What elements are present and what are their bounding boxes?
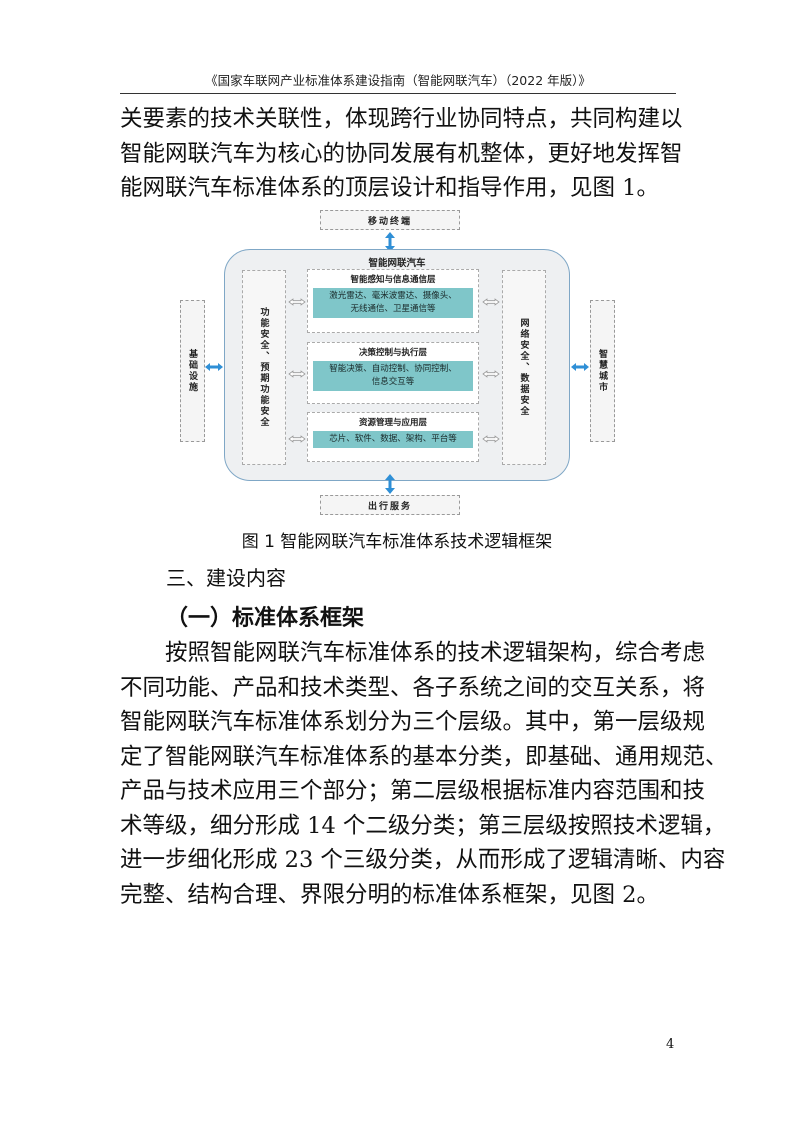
diagram-top-box: 移动终端 — [320, 210, 460, 230]
left-column: 功能安全、预期功能安全 — [242, 270, 286, 465]
outline-double-arrow-icon — [288, 298, 306, 306]
layer-title: 资源管理与应用层 — [358, 418, 427, 428]
diagram-left-box: 基础设施 — [180, 300, 205, 442]
main-frame-title: 智能网联汽车 — [368, 258, 426, 269]
layer-content: 激光雷达、毫米波雷达、摄像头、 无线通信、卫星通信等 — [313, 288, 473, 318]
diagram-bottom-box: 出行服务 — [320, 495, 460, 515]
layer-perception: 智能感知与信息通信层 激光雷达、毫米波雷达、摄像头、 无线通信、卫星通信等 — [307, 269, 479, 333]
text-line: 进一步细化形成 23 个三级分类，从而形成了逻辑清晰、内容 — [120, 847, 726, 873]
text-line: 按照智能网联汽车标准体系的技术逻辑架构，综合考虑 — [165, 640, 706, 666]
left-box-label: 基础设施 — [187, 349, 197, 393]
text-line: 智能网联汽车标准体系划分为三个层级。其中，第一层级规 — [120, 709, 706, 735]
header-rule — [120, 93, 676, 94]
text-line: 产品与技术应用三个部分；第二层级根据标准内容范围和技 — [120, 778, 706, 804]
text-line: 完整、结构合理、界限分明的标准体系框架，见图 2。 — [120, 881, 659, 908]
figure-caption: 图 1 智能网联汽车标准体系技术逻辑框架 — [241, 532, 553, 552]
text-line: 不同功能、产品和技术类型、各子系统之间的交互关系，将 — [120, 674, 706, 701]
text-line: 智能网联汽车为核心的协同发展有机整体，更好地发挥智 — [120, 140, 683, 167]
layer-title: 决策控制与执行层 — [358, 348, 427, 358]
page-number: 4 — [666, 1037, 675, 1052]
layer-content-line: 智能决策、自动控制、协同控制、 — [329, 364, 457, 374]
left-column-label: 功能安全、预期功能安全 — [258, 307, 269, 428]
layer-content-line: 无线通信、卫星通信等 — [350, 304, 436, 314]
outline-double-arrow-icon — [288, 435, 306, 443]
double-arrow-vertical-icon — [385, 232, 395, 252]
diagram-right-box: 智慧城市 — [590, 300, 615, 442]
layer-content-line: 激光雷达、毫米波雷达、摄像头、 — [329, 291, 457, 301]
section-heading: 三、建设内容 — [166, 566, 286, 590]
framework-diagram: 移动终端 基础设施 智慧城市 智能网联汽车 功能安全、预期功能安全 网络安全、数… — [178, 206, 618, 518]
body-paragraph: 按照智能网联汽车标准体系的技术逻辑架构，综合考虑 不同功能、产品和技术类型、各子… — [120, 636, 728, 912]
layer-content-line: 芯片、软件、数据、架构、平台等 — [329, 434, 457, 444]
right-column-label: 网络安全、数据安全 — [518, 318, 529, 417]
layer-content-line: 信息交互等 — [371, 377, 415, 387]
outline-double-arrow-icon — [482, 435, 500, 443]
outline-double-arrow-icon — [288, 370, 306, 378]
layer-title: 智能感知与信息通信层 — [350, 275, 436, 285]
outline-double-arrow-icon — [482, 370, 500, 378]
page-header: 《国家车联网产业标准体系建设指南（智能网联汽车）（2022 年版）》 — [205, 73, 591, 88]
right-box-label: 智慧城市 — [597, 349, 607, 393]
layer-content: 智能决策、自动控制、协同控制、 信息交互等 — [313, 361, 473, 391]
text-line: 关要素的技术关联性，体现跨行业协同特点，共同构建以 — [120, 106, 683, 132]
right-column: 网络安全、数据安全 — [502, 270, 546, 465]
double-arrow-vertical-icon — [385, 474, 395, 494]
double-arrow-horizontal-icon — [205, 363, 223, 371]
layer-resource: 资源管理与应用层 芯片、软件、数据、架构、平台等 — [307, 412, 479, 462]
intro-paragraph: 关要素的技术关联性，体现跨行业协同特点，共同构建以 智能网联汽车为核心的协同发展… — [120, 102, 683, 206]
layer-decision: 决策控制与执行层 智能决策、自动控制、协同控制、 信息交互等 — [307, 342, 479, 404]
diagram-main-frame: 智能网联汽车 功能安全、预期功能安全 网络安全、数据安全 智能感知与信息通信层 … — [224, 249, 570, 481]
subsection-heading: （一）标准体系框架 — [166, 606, 365, 631]
outline-double-arrow-icon — [482, 298, 500, 306]
text-line: 能网联汽车标准体系的顶层设计和指导作用，见图 1。 — [120, 175, 659, 201]
double-arrow-horizontal-icon — [571, 363, 589, 371]
text-line: 术等级，细分形成 14 个二级分类；第三层级按照技术逻辑， — [120, 812, 726, 839]
layer-content: 芯片、软件、数据、架构、平台等 — [313, 431, 473, 448]
text-line: 定了智能网联汽车标准体系的基本分类，即基础、通用规范、 — [120, 743, 728, 770]
